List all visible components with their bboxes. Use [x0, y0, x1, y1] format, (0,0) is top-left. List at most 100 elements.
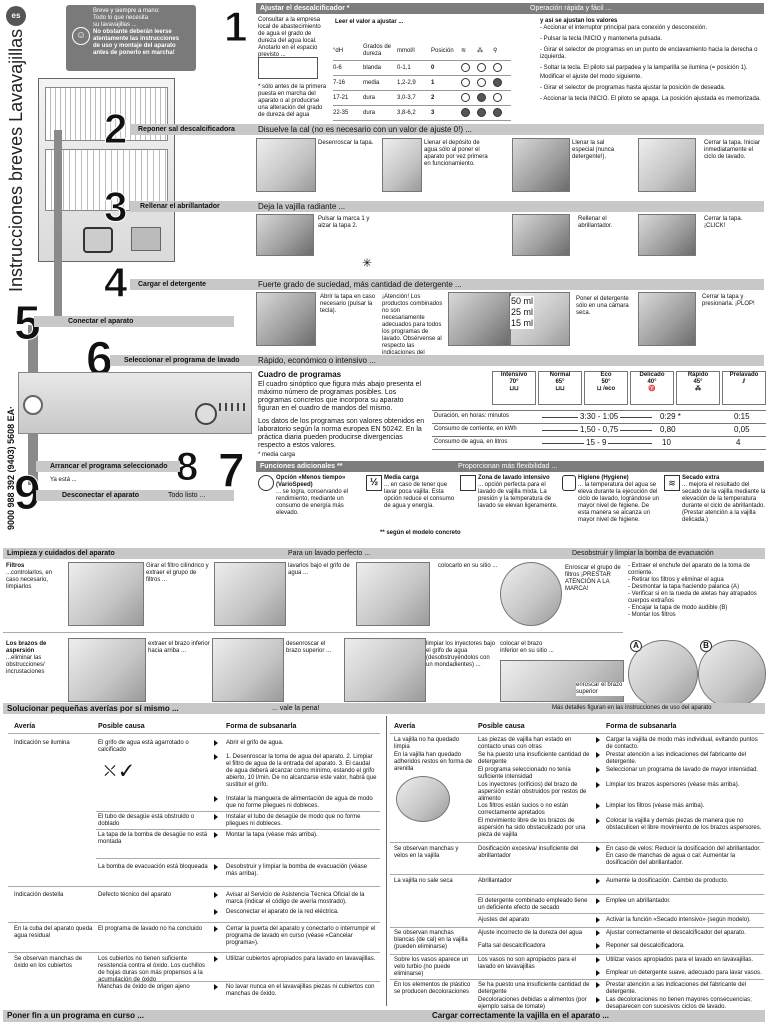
glass-icon: ♈ — [648, 386, 656, 392]
step-7-right: Proporcionan más flexibilidad ... — [458, 463, 558, 470]
step-7-bar — [256, 461, 764, 472]
th-fix-right: Forma de subsanarla — [606, 723, 677, 730]
th-cause-right: Posible causa — [478, 723, 525, 730]
salt-photo-1 — [256, 138, 316, 192]
control-panel-illustration — [18, 372, 252, 434]
step-5-bar — [34, 316, 234, 327]
pump-instructions: - Extraer el enchufe del aparato de la t… — [628, 563, 757, 618]
step-6-title: Seleccionar el programa de lavado — [124, 357, 240, 364]
footer-right: Cargar correctamente la vajilla en el ap… — [432, 1011, 609, 1020]
step-6-text: Rápido, económico o intensivo ... — [258, 356, 376, 365]
dishwasher-illustration — [38, 78, 175, 262]
step-1-title: Ajustar el descalcificador * — [260, 5, 350, 12]
th-fault-left: Avería — [14, 723, 36, 730]
step-3-text: Deja la vajilla radiante ... — [258, 202, 346, 211]
note-line-4: No obstante deberán leerse — [93, 29, 172, 35]
footer-left: Poner fin a un programa en curso ... — [7, 1011, 144, 1020]
step-3-bar — [130, 201, 764, 212]
hardness-blank — [258, 57, 318, 79]
hardness-table: °dH Grados de dureza mmol/l Posición ≋ ⁂… — [333, 42, 511, 121]
detergent-caption-1: Abrir la tapa en caso necesario (pulsar … — [320, 294, 376, 314]
half-load-icon: ½ — [366, 475, 382, 491]
detergent-caption-4: Cerrar la tapa y presionarla. ¡PLOP! — [702, 294, 755, 307]
arm-caption-5: enroscar el brazo superior — [576, 682, 624, 696]
step-2-bar — [130, 124, 764, 135]
step-9-bar — [36, 490, 234, 501]
step-1-bar — [256, 3, 764, 14]
note-line-2: Todo lo que necesita — [93, 15, 149, 21]
step-4-title: Cargar el detergente — [138, 281, 207, 288]
note-line-6: de uso y montaje del aparato — [93, 43, 176, 49]
salt-caption-3: Llenar la sal especial (nunca detergente… — [572, 140, 615, 160]
hygiene-icon — [562, 475, 576, 491]
note-line-7: antes de ponerlo en marcha! — [93, 50, 175, 56]
step-4-text: Fuerte grado de suciedad, más cantidad d… — [258, 280, 462, 289]
trouble-mid: ... vale la pena! — [272, 705, 320, 712]
note-line-1: Breve y siempre a mano: — [93, 8, 160, 14]
program-dial-icon — [195, 403, 217, 425]
step-5-title: Conectar el aparato — [68, 318, 134, 325]
care-bar — [3, 548, 765, 559]
step-8-sub: Ya está ... — [50, 477, 77, 483]
salt-photo-3 — [512, 138, 570, 192]
zone-icon — [460, 475, 476, 491]
detergent-photo-1 — [256, 292, 316, 346]
arm-photo-3 — [344, 638, 426, 702]
step-9-sub: Todo listo ... — [168, 492, 206, 499]
salt-photo-2 — [382, 138, 422, 192]
pot-icon: ⊔⊔ — [555, 386, 565, 392]
hardness-footnote: * sólo antes de la primera puesta en mar… — [258, 84, 327, 118]
filter-photo-3 — [356, 562, 430, 626]
rinse-caption-3: Cerrar la tapa. ¡CLICK! — [704, 216, 743, 229]
trouble-bar — [3, 703, 765, 714]
care-title: Limpieza y cuidados del aparato — [7, 550, 115, 557]
filter-photo-1 — [68, 562, 144, 626]
sparkle-icon: ✳ — [362, 256, 373, 270]
trouble-title: Solucionar pequeñas averías por sí mismo… — [7, 704, 179, 713]
step-2-number: 2 — [103, 105, 128, 152]
step-1-number: 1 — [223, 3, 248, 50]
arm-photo-2 — [212, 638, 284, 702]
detergent-photo-2 — [448, 292, 510, 346]
step-4-number: 4 — [103, 259, 128, 306]
step-8-bar — [36, 461, 180, 472]
program-row-duration: Duración, en horas: minutos 3:30 - 1:05 … — [432, 410, 766, 423]
care-mid: Para un lavado perfecto ... — [288, 550, 371, 557]
salt-photo-4 — [638, 138, 696, 192]
arms-label: Los brazos de aspersión...eliminar las o… — [6, 641, 47, 675]
hardness-read: Leer el valor a ajustar ... — [335, 19, 404, 25]
filter-caption-4: Enroscar el grupo de filtros ¡PRESTAR AT… — [565, 565, 621, 592]
rinse-caption-2: Rellenar el abrillantador. — [578, 216, 613, 229]
programs-lab: Los datos de los programas son valores o… — [258, 418, 425, 449]
program-row-energy: Consumo de corriente, en kWh 1,50 - 0,75… — [432, 423, 766, 436]
step-8-title: Arrancar el programa seleccionado — [50, 463, 168, 470]
detergent-caption-3: Poner el detergente sólo en una cámara s… — [576, 296, 629, 316]
filter-photo-2 — [214, 562, 286, 626]
col-grades: Grados de dureza — [363, 44, 392, 57]
smiley-icon: ☺ — [72, 27, 90, 45]
step-2-title: Reponer sal descalcificadora — [138, 126, 235, 133]
salt-caption-1: Desenroscar la tapa. — [318, 140, 374, 146]
step-7-title: Funciones adicionales ** — [260, 463, 343, 470]
tap-icon: ⚲ — [493, 47, 498, 54]
pot-icon: ⊔⊔ — [509, 386, 519, 392]
detergent-photo-4 — [638, 292, 696, 346]
intro-note: ☺ Breve y siempre a mano: Todo lo que ne… — [66, 5, 196, 71]
dirty-plate-photo — [396, 776, 450, 822]
sparkle-icon: ⁂ — [477, 47, 483, 54]
care-right: Desobstruir y limpiar la bomba de evacua… — [572, 550, 714, 557]
language-badge: es — [6, 6, 26, 26]
hardness-intro: Consultar a la empresa local de abasteci… — [258, 17, 321, 58]
s1-instructions: y así se ajustan los valores - Accionar … — [540, 18, 761, 102]
rinse-photo-1 — [256, 214, 314, 256]
side-title: Instrucciones breves Lavavajillas — [6, 28, 26, 292]
filters-label: Filtros...controlarlos, en caso necesari… — [6, 563, 53, 590]
filter-photo-4 — [500, 562, 562, 626]
